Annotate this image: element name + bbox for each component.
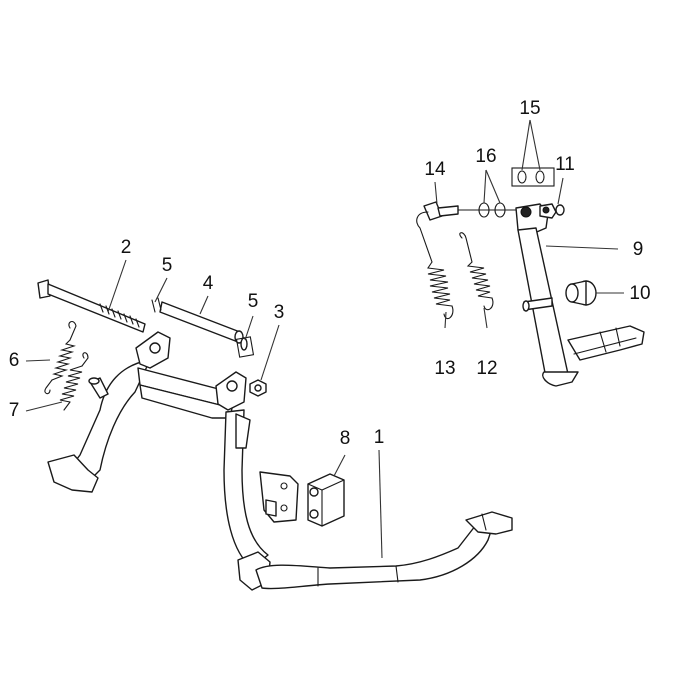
- return-spring-inner: [59, 352, 89, 411]
- side-stand-nut: [539, 203, 565, 219]
- callout-13: 13: [434, 358, 455, 379]
- side-stand-spring-inner: [459, 232, 494, 311]
- stop-rubber-block: [307, 473, 345, 527]
- callout-8: 8: [340, 428, 351, 449]
- bracket-washers: [511, 167, 555, 187]
- callout-9: 9: [633, 239, 644, 260]
- callout-5-right: 5: [248, 291, 259, 312]
- center-stand-frame: [47, 331, 513, 591]
- callout-11: 11: [555, 154, 575, 175]
- callout-2: 2: [121, 237, 132, 258]
- spring-pin: [88, 377, 109, 399]
- retaining-clip-right: [235, 336, 255, 358]
- callout-labels: 1 2 3 4 5 5 6 7 8 9 10 11 12 13 14 15 16: [9, 98, 651, 449]
- callout-10: 10: [629, 283, 650, 304]
- callout-4: 4: [203, 273, 214, 294]
- side-stand-rubber: [522, 280, 597, 312]
- spacer-tube: [159, 301, 244, 344]
- leader-lines: [25, 119, 624, 559]
- callout-7: 7: [9, 400, 20, 421]
- callout-5-left: 5: [162, 255, 173, 276]
- return-spring-outer: [44, 320, 77, 395]
- callout-16: 16: [475, 146, 496, 167]
- callout-14: 14: [424, 159, 446, 180]
- side-stand-spring-outer: [416, 211, 454, 320]
- callout-12: 12: [476, 358, 497, 379]
- callout-15: 15: [519, 98, 540, 119]
- nut: [249, 379, 267, 397]
- pivot-bolt: [37, 279, 146, 333]
- callout-3: 3: [274, 302, 285, 323]
- side-stand-pivot-bolt: [423, 201, 517, 221]
- callout-1: 1: [374, 427, 385, 448]
- retaining-clip-left: [151, 297, 162, 313]
- callout-6: 6: [9, 350, 20, 371]
